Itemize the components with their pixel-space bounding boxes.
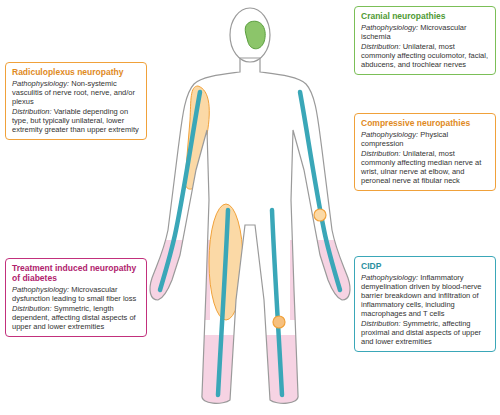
compression-site	[273, 316, 285, 328]
nerves	[160, 92, 340, 395]
cidp-box: CIDP Pathophysiology: Inflammatory demyel…	[354, 256, 496, 352]
compression-site	[314, 209, 326, 221]
box-heading: Radiculoplexus neuropathy	[12, 67, 140, 77]
box-heading: Cranial neuropathies	[361, 11, 489, 21]
body-fill	[150, 8, 350, 403]
cranial-region	[245, 21, 265, 49]
diabetes-treatment-box: Treatment induced neuropathy of diabetes…	[5, 258, 147, 337]
box-body: Pathophysiology: Microvascular dysfuncti…	[12, 285, 140, 303]
box-heading: Treatment induced neuropathy of diabetes	[12, 263, 140, 283]
box-body: Distribution: Variable depending on type…	[12, 107, 140, 134]
compressive-box: Compressive neuropathiesPathophysiology:…	[354, 113, 496, 191]
radiculoplexus-box: Radiculoplexus neuropathyPathophysiology…	[5, 62, 147, 140]
box-body: Distribution: Symmetric, affecting proxi…	[361, 319, 489, 346]
box-body: Pathophysiology: Physical compression	[361, 130, 489, 148]
box-body: Pathophysiology: Inflammatory demyelinat…	[361, 273, 489, 318]
box-body: Distribution: Unilateral, most commonly …	[361, 42, 489, 69]
box-heading: CIDP	[361, 261, 489, 271]
body-outline	[150, 8, 350, 403]
box-body: Distribution: Unilateral, most commonly …	[361, 149, 489, 185]
cranial-box: Cranial neuropathiesPathophysiology: Mic…	[354, 6, 496, 75]
box-body: Pathophysiology: Non-systemic vasculitis…	[12, 79, 140, 106]
box-body: Distribution: Symmetric, length dependen…	[12, 304, 140, 331]
box-heading: Compressive neuropathies	[361, 118, 489, 128]
box-body: Pathophysiology: Microvascular ischemia	[361, 23, 489, 41]
